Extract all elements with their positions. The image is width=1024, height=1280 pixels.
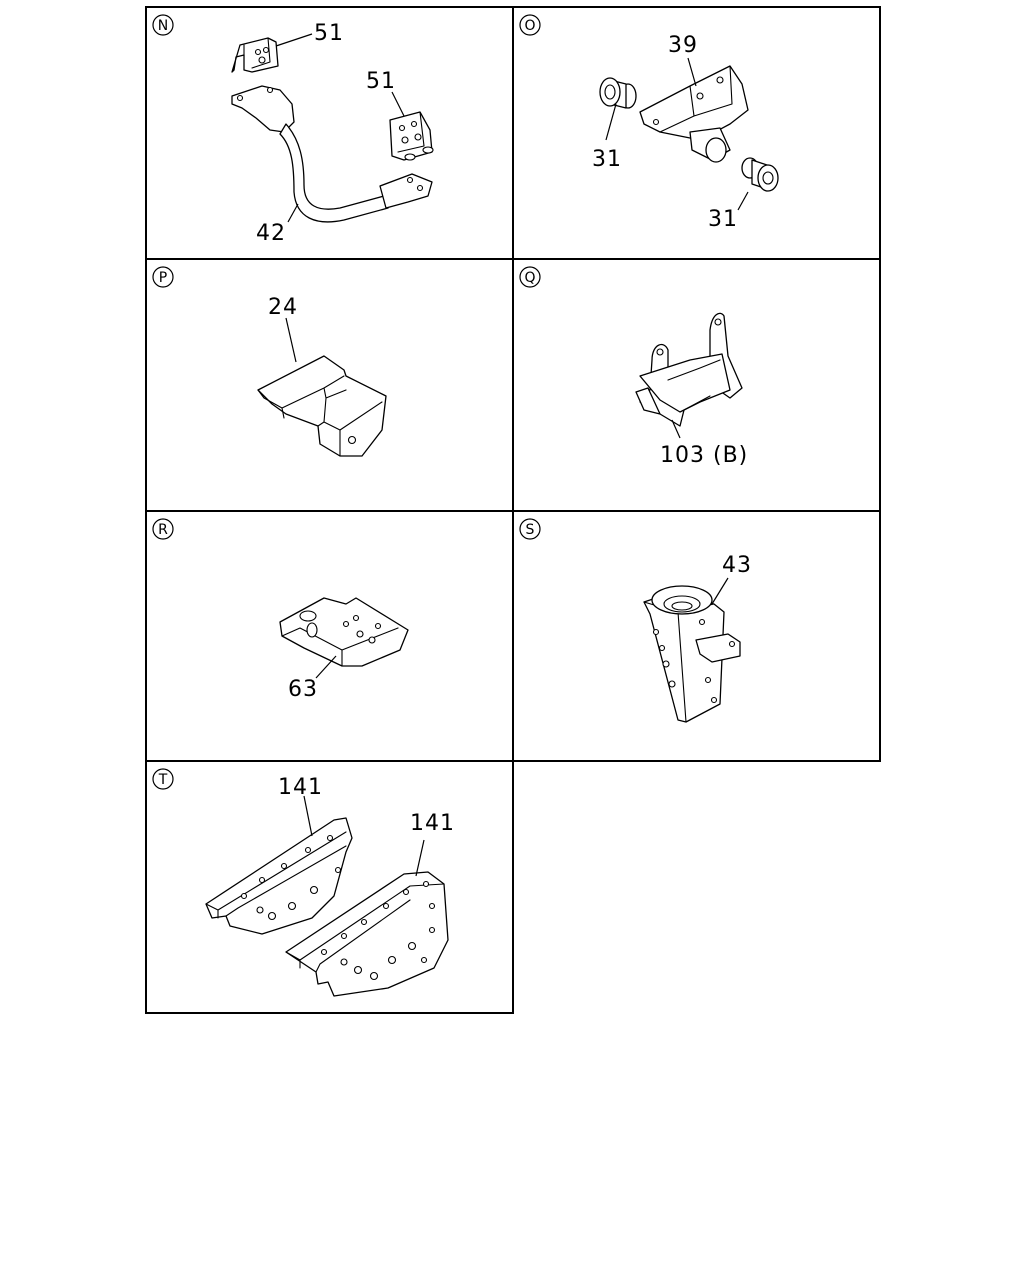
leader-t-141b bbox=[415, 839, 425, 877]
callout-o-39: 39 bbox=[668, 33, 698, 58]
svg-text:T: T bbox=[158, 772, 168, 788]
svg-text:Q: Q bbox=[524, 270, 535, 286]
panel-letter-t: T bbox=[152, 768, 174, 790]
panel-p: P 24 bbox=[152, 266, 387, 457]
bushing-31-right bbox=[705, 137, 779, 192]
leader-o-31a bbox=[605, 103, 617, 141]
panel-grid bbox=[145, 6, 881, 1014]
plate-141-left bbox=[205, 817, 353, 935]
bracket-103b bbox=[635, 312, 743, 427]
support-43 bbox=[643, 585, 741, 723]
leader-o-31b bbox=[737, 191, 749, 211]
callout-n-42: 42 bbox=[256, 221, 286, 246]
leader-o-39 bbox=[687, 57, 697, 87]
tube-bracket-42 bbox=[231, 85, 433, 223]
housing-39 bbox=[639, 65, 749, 161]
panel-q: Q 103 (B) bbox=[519, 266, 748, 468]
panel-r: R 63 bbox=[152, 518, 409, 702]
callout-o-31a: 31 bbox=[592, 147, 622, 172]
panel-n: N 51 51 bbox=[152, 14, 434, 246]
bracket-51-right bbox=[389, 111, 434, 161]
leader-n-42 bbox=[287, 203, 299, 223]
svg-text:P: P bbox=[159, 270, 167, 286]
panel-letter-n: N bbox=[152, 14, 174, 36]
leader-q-103b bbox=[671, 419, 681, 439]
panel-letter-q: Q bbox=[519, 266, 541, 288]
bushing-31-left bbox=[599, 77, 637, 109]
leader-s-43 bbox=[711, 577, 729, 605]
panel-letter-s: S bbox=[519, 518, 541, 540]
panel-o: O 39 31 31 bbox=[519, 14, 779, 232]
bracket-51-left bbox=[231, 37, 279, 73]
svg-text:R: R bbox=[158, 522, 168, 538]
bracket-63 bbox=[279, 597, 409, 667]
panel-t: T 141 bbox=[152, 768, 455, 997]
leader-t-141a bbox=[303, 795, 313, 837]
bracket-24 bbox=[257, 355, 387, 457]
plate-141-right bbox=[285, 871, 449, 997]
panel-letter-r: R bbox=[152, 518, 174, 540]
svg-text:S: S bbox=[526, 522, 535, 538]
leader-p-24 bbox=[285, 317, 297, 363]
callout-n-51a: 51 bbox=[314, 21, 344, 46]
panel-letter-o: O bbox=[519, 14, 541, 36]
callout-r-63: 63 bbox=[288, 677, 318, 702]
callout-t-141a: 141 bbox=[278, 775, 323, 800]
callout-o-31b: 31 bbox=[708, 207, 738, 232]
leader-r-63 bbox=[315, 655, 337, 679]
svg-text:O: O bbox=[524, 18, 535, 34]
callout-n-51b: 51 bbox=[366, 69, 396, 94]
panel-letter-p: P bbox=[152, 266, 174, 288]
leader-n-51b bbox=[391, 91, 405, 117]
callout-s-43: 43 bbox=[722, 553, 752, 578]
callout-p-24: 24 bbox=[268, 295, 298, 320]
leader-n-51a bbox=[275, 33, 313, 47]
callout-q-103b: 103 (B) bbox=[660, 443, 748, 468]
svg-text:N: N bbox=[158, 18, 168, 34]
panel-s: S 43 bbox=[519, 518, 752, 723]
callout-t-141b: 141 bbox=[410, 811, 455, 836]
